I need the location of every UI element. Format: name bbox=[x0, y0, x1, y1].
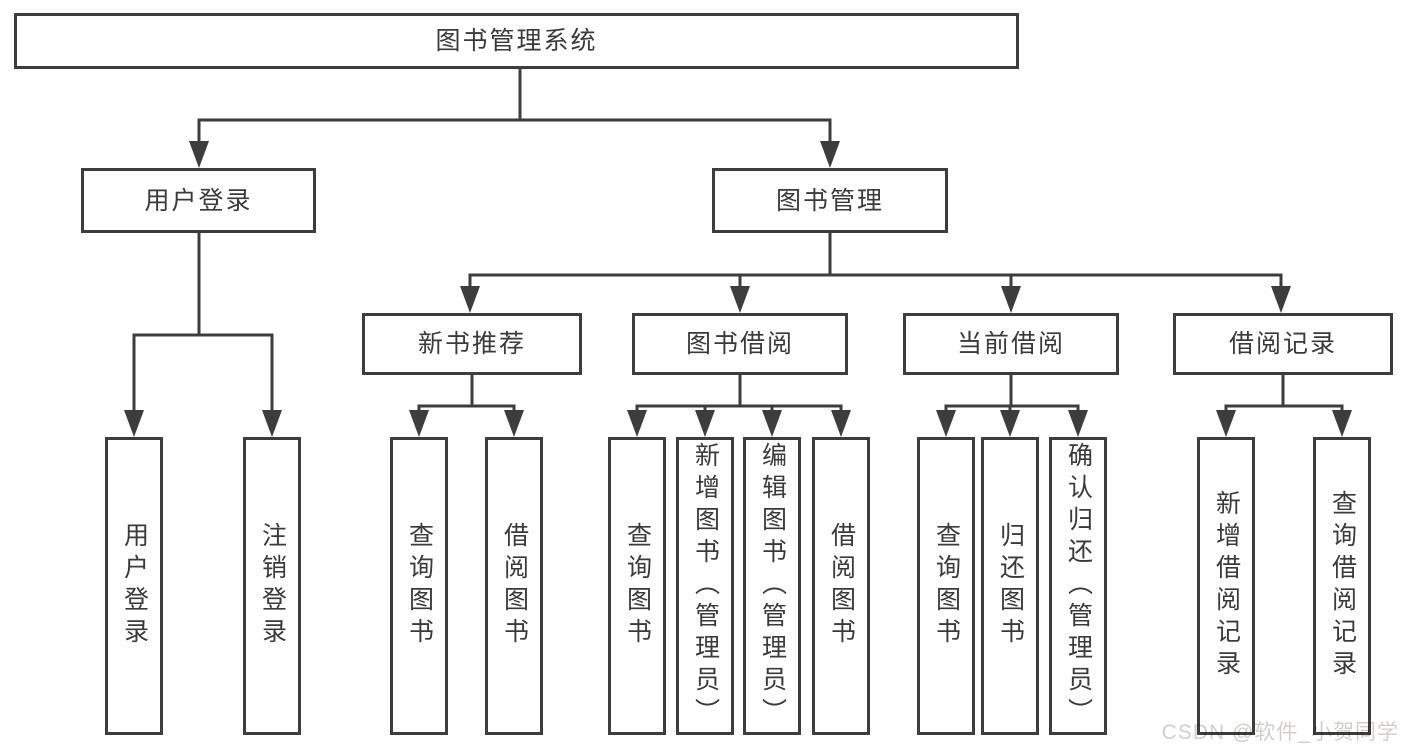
leaf-newbooks-borrow-books: 借阅图书 bbox=[485, 437, 543, 735]
leaf-records-add-record: 新增借阅记录 bbox=[1197, 437, 1255, 735]
node-new-book-recommend: 新书推荐 bbox=[362, 313, 582, 375]
connector-borrow-records-children bbox=[1216, 373, 1352, 437]
leaf-logout: 注销登录 bbox=[243, 437, 301, 735]
leaf-current-return-books: 归还图书 bbox=[981, 437, 1039, 735]
connector-root-to-level2 bbox=[189, 67, 840, 168]
leaf-borrow-add-books-admin: 新增图书（管理员） bbox=[676, 437, 734, 735]
node-book-management: 图书管理 bbox=[712, 168, 948, 233]
node-user-login: 用户登录 bbox=[81, 168, 316, 233]
connector-book-mgmt-to-level3 bbox=[460, 231, 1291, 313]
connector-book-borrow-children bbox=[627, 373, 851, 437]
leaf-borrow-borrow-books: 借阅图书 bbox=[812, 437, 870, 735]
leaf-newbooks-query-books: 查询图书 bbox=[390, 437, 448, 735]
leaf-user-login: 用户登录 bbox=[105, 437, 163, 735]
connector-new-books-children bbox=[409, 373, 524, 437]
node-borrow-records: 借阅记录 bbox=[1173, 313, 1393, 375]
leaf-borrow-edit-books-admin: 编辑图书（管理员） bbox=[743, 437, 801, 735]
leaf-current-confirm-return-admin: 确认归还（管理员） bbox=[1049, 437, 1107, 735]
leaf-borrow-query-books: 查询图书 bbox=[608, 437, 666, 735]
leaf-records-query-record: 查询借阅记录 bbox=[1313, 437, 1371, 735]
connector-current-borrow-children bbox=[936, 373, 1088, 437]
connector-user-login-children bbox=[124, 231, 282, 437]
node-current-borrow: 当前借阅 bbox=[903, 313, 1119, 375]
leaf-current-query-books: 查询图书 bbox=[917, 437, 975, 735]
node-library-system: 图书管理系统 bbox=[14, 13, 1019, 69]
node-book-borrow: 图书借阅 bbox=[632, 313, 848, 375]
